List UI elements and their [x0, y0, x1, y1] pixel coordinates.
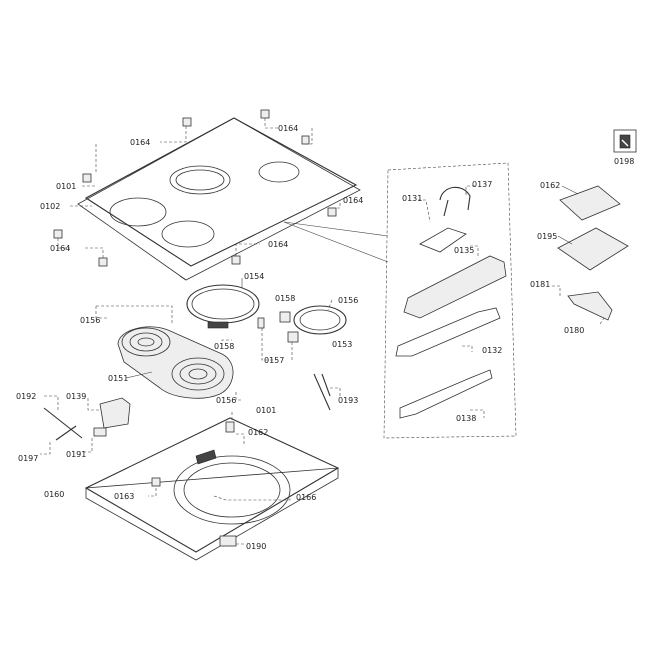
label-0138: 0138: [456, 414, 476, 423]
label-0164: 0164: [130, 138, 150, 147]
callout-labels: 0164 0164 0101 0102 0164 0164 0164 0131 …: [16, 124, 634, 551]
glass-cooktop-part: [77, 117, 361, 281]
label-0154: 0154: [244, 272, 264, 281]
label-0101: 0101: [56, 182, 76, 191]
label-0164: 0164: [278, 124, 298, 133]
label-0137: 0137: [472, 180, 492, 189]
label-0153: 0153: [332, 340, 352, 349]
housing-tray-0160: [84, 412, 340, 561]
label-0180: 0180: [564, 326, 584, 335]
label-0190: 0190: [246, 542, 266, 551]
temp-sensor-0193: [313, 373, 341, 411]
ribbon-cable-0162: [559, 185, 621, 221]
label-0181: 0181: [530, 280, 550, 289]
label-0195: 0195: [537, 232, 557, 241]
control-unit-parts: [395, 185, 507, 419]
label-0197: 0197: [18, 454, 38, 463]
label-0156: 0156: [338, 296, 358, 305]
label-0164: 0164: [50, 244, 70, 253]
radiant-ring-0154: [186, 278, 260, 329]
label-0158: 0158: [275, 294, 295, 303]
label-0151: 0151: [108, 374, 128, 383]
heating-element-0153: [279, 299, 347, 335]
label-0192: 0192: [16, 392, 36, 401]
label-0198: 0198: [614, 157, 634, 166]
label-0163: 0163: [114, 492, 134, 501]
label-0102: 0102: [40, 202, 60, 211]
label-0160: 0160: [44, 490, 64, 499]
double-heating-element-0151: [95, 305, 242, 401]
label-0158: 0158: [214, 342, 234, 351]
label-0162: 0162: [248, 428, 268, 437]
cooktop-clips: [53, 109, 337, 267]
label-0156: 0156: [216, 396, 236, 405]
label-0156: 0156: [80, 316, 100, 325]
label-0164: 0164: [343, 196, 363, 205]
label-0162: 0162: [540, 181, 560, 190]
thermostat-0157: [257, 317, 299, 361]
label-0135: 0135: [454, 246, 474, 255]
cable-set-0195: [557, 227, 629, 271]
label-0132: 0132: [482, 346, 502, 355]
leaders-top: [57, 118, 389, 263]
label-0101: 0101: [256, 406, 276, 415]
label-0193: 0193: [338, 396, 358, 405]
service-manual-icon: [613, 129, 637, 153]
label-0131: 0131: [402, 194, 422, 203]
label-0157: 0157: [264, 356, 284, 365]
wiring-parts-left: [40, 395, 131, 455]
label-0139: 0139: [66, 392, 86, 401]
knob-part-0180: [552, 285, 613, 325]
control-unit-group-frame: [383, 162, 517, 439]
label-0191: 0191: [66, 450, 86, 459]
label-0166: 0166: [296, 493, 316, 502]
label-0164: 0164: [268, 240, 288, 249]
